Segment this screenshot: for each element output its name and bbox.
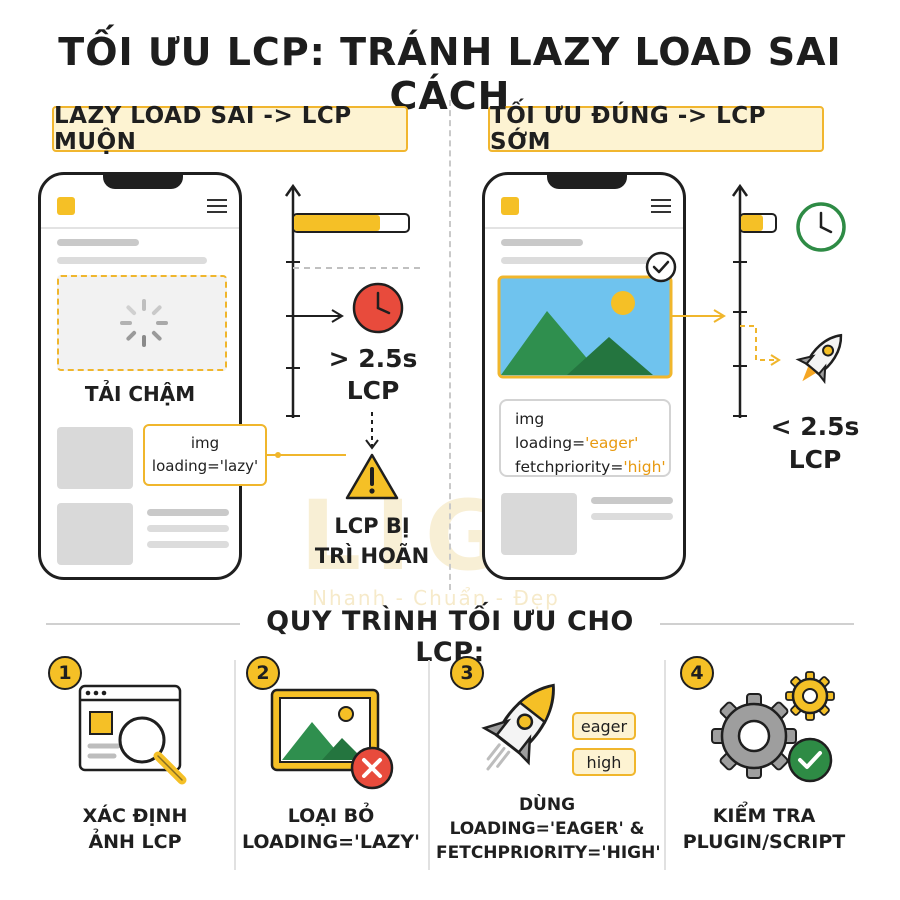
text-bar xyxy=(57,257,207,264)
divider-left xyxy=(46,623,240,625)
tag-high: high xyxy=(572,748,636,776)
eager-code-block: img loading='eager' fetchpriority='high' xyxy=(499,399,671,477)
small-gear-icon xyxy=(785,671,835,721)
browser-search-icon xyxy=(78,684,187,785)
right-lcp-time: < 2.5s xyxy=(770,412,860,441)
step-divider xyxy=(234,660,236,870)
text-bar xyxy=(147,541,229,548)
image-remove-icon xyxy=(270,688,394,790)
rocket-launch-icon xyxy=(481,683,555,771)
step-1-label-line2: ẢNH LCP xyxy=(88,831,182,853)
step-2-label-line2: LOADING='LAZY' xyxy=(241,831,420,853)
text-bar xyxy=(147,525,229,532)
loading-spinner-icon xyxy=(120,299,168,347)
left-lcp-time: > 2.5s xyxy=(328,344,418,373)
code-attr: fetchpriority= xyxy=(515,458,624,477)
left-heading: LAZY LOAD SAI -> LCP MUỘN xyxy=(52,103,408,155)
slow-load-label: TẢI CHẬM xyxy=(84,382,196,406)
step-4-label-line1: KIỂM TRA xyxy=(712,805,816,827)
check-badge-icon xyxy=(645,251,677,283)
settings-check-icon xyxy=(711,671,835,783)
code-attr: loading='lazy' xyxy=(151,456,259,475)
red-clock-icon xyxy=(352,282,404,334)
code-value-high: 'high' xyxy=(623,458,666,477)
menu-icon xyxy=(207,199,227,213)
step-divider xyxy=(664,660,666,870)
content-thumbnail xyxy=(501,493,577,555)
step-4-label-line2: PLUGIN/SCRIPT xyxy=(682,831,846,853)
right-heading: TỐI ƯU ĐÚNG -> LCP SỚM xyxy=(488,103,824,155)
step-divider xyxy=(428,660,430,870)
step-number-2: 2 xyxy=(246,656,280,690)
text-bar xyxy=(591,513,673,520)
step-3-label-line2: LOADING='EAGER' & xyxy=(449,819,645,839)
step-3-label-line1: DÙNG xyxy=(518,795,576,815)
watermark-tagline: Nhanh - Chuẩn - Đẹp xyxy=(312,586,560,610)
large-gear-icon xyxy=(711,693,797,779)
lazy-image-placeholder xyxy=(57,275,227,371)
menu-icon xyxy=(651,199,671,213)
left-timeline xyxy=(284,183,420,450)
rocket-icon xyxy=(795,333,843,385)
step-3-label-line3: FETCHPRIORITY='HIGH' xyxy=(436,843,661,863)
divider-right xyxy=(660,623,854,625)
text-bar xyxy=(591,497,673,504)
code-value-eager: 'eager' xyxy=(585,434,639,453)
content-thumbnail xyxy=(57,503,133,565)
lcp-hero-image xyxy=(497,275,673,379)
phone-notch xyxy=(547,175,627,189)
step-number-4: 4 xyxy=(680,656,714,690)
text-bar xyxy=(57,239,139,246)
warning-label-line2: TRÌ HOÃN xyxy=(314,544,430,568)
tag-eager: eager xyxy=(572,712,636,740)
content-thumbnail xyxy=(57,427,133,489)
green-clock-icon xyxy=(796,202,846,252)
lazy-code-callout: img loading='lazy' xyxy=(143,424,267,486)
left-phone: TẢI CHẬM xyxy=(38,172,242,580)
step-2-label-line1: LOẠI BỎ xyxy=(287,805,375,827)
phone-notch xyxy=(103,175,183,189)
app-logo-icon xyxy=(501,197,519,215)
left-lcp-label: LCP xyxy=(346,376,400,405)
code-tag: img xyxy=(515,410,545,428)
section-divider xyxy=(449,100,451,590)
warning-icon xyxy=(345,453,399,500)
text-bar xyxy=(147,509,229,516)
text-bar xyxy=(501,257,651,264)
step-number-3: 3 xyxy=(450,656,484,690)
warning-label-line1: LCP BỊ xyxy=(334,514,410,538)
app-logo-icon xyxy=(57,197,75,215)
code-tag: img xyxy=(190,434,220,452)
right-timeline xyxy=(670,183,781,418)
step-number-1: 1 xyxy=(48,656,82,690)
page-title: TỐI ƯU LCP: TRÁNH LAZY LOAD SAI CÁCH xyxy=(58,30,842,118)
connector-line xyxy=(266,452,346,458)
code-attr: loading= xyxy=(515,434,586,453)
text-bar xyxy=(501,239,583,246)
step-1-label-line1: XÁC ĐỊNH xyxy=(82,805,188,827)
process-heading: QUY TRÌNH TỐI ƯU CHO LCP: xyxy=(266,606,634,668)
right-phone: img loading='eager' fetchpriority='high' xyxy=(482,172,686,580)
right-lcp-label: LCP xyxy=(788,445,842,474)
